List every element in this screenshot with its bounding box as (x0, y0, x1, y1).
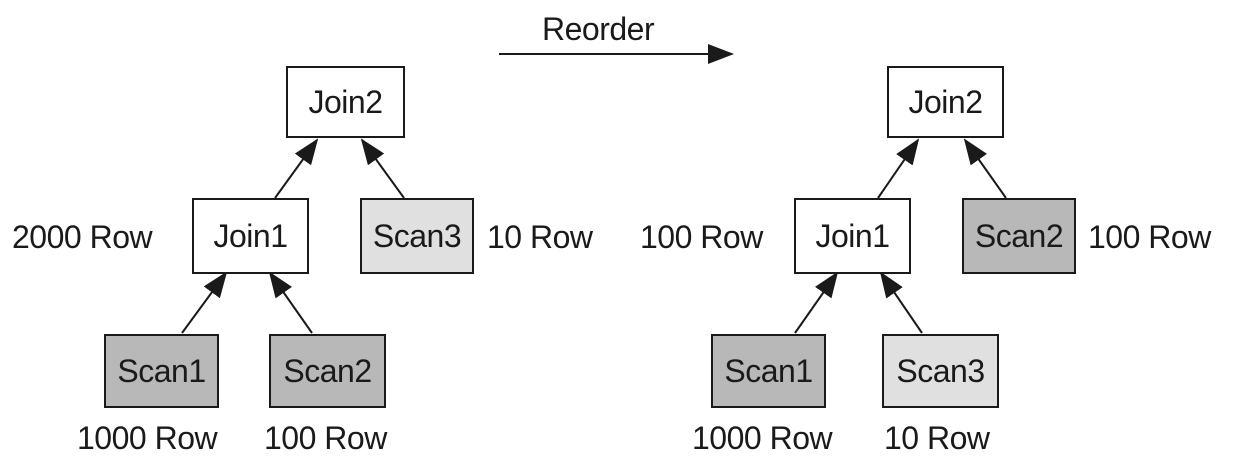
left-join2-node: Join2 (286, 66, 405, 138)
edge-right-scan1-to-join1 (794, 271, 839, 334)
right-join2-node: Join2 (887, 66, 1004, 138)
right-scan3-rows: 10 Row (884, 420, 990, 456)
reorder-label: Reorder (542, 11, 655, 47)
left-scan2-node: Scan2 (269, 334, 386, 408)
right-scan1-rows: 1000 Row (692, 420, 833, 456)
right-scan2-node: Scan2 (962, 198, 1076, 274)
left-scan3-rows: 10 Row (487, 219, 593, 255)
left-scan2-rows: 100 Row (264, 420, 387, 456)
right-scan3-node: Scan3 (882, 334, 999, 408)
right-join1-rows: 100 Row (640, 219, 763, 255)
left-scan1-rows: 1000 Row (77, 420, 218, 456)
right-join1-node: Join1 (794, 198, 911, 274)
right-scan1-node: Scan1 (711, 334, 826, 408)
edge-left-scan2-to-join1 (268, 271, 313, 334)
edge-left-join1-to-join2 (274, 138, 319, 199)
edge-left-scan3-to-join2 (360, 138, 405, 199)
left-join1-node: Join1 (192, 198, 309, 274)
edge-left-scan1-to-join1 (181, 271, 228, 334)
left-scan1-node: Scan1 (104, 334, 219, 408)
left-scan3-node: Scan3 (360, 198, 474, 274)
edge-right-scan2-to-join2 (963, 138, 1007, 199)
right-scan2-rows: 100 Row (1088, 219, 1211, 255)
left-join1-rows: 2000 Row (12, 219, 153, 255)
edge-right-join1-to-join2 (877, 138, 920, 199)
edge-right-scan3-to-join1 (879, 271, 923, 334)
